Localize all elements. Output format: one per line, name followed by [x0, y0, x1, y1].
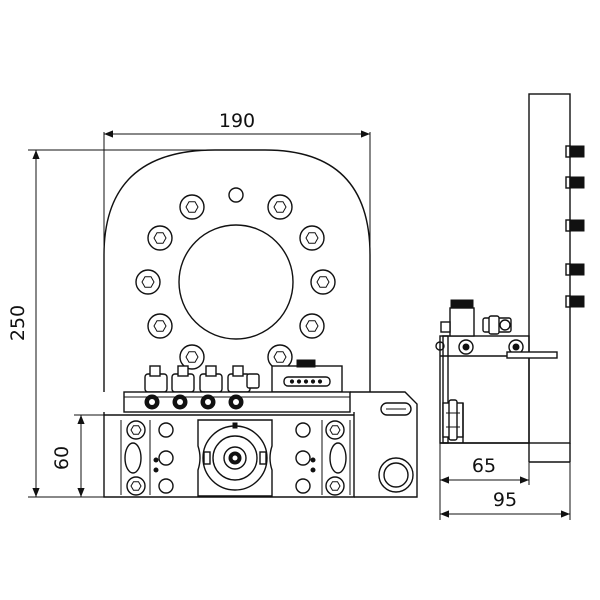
bolt-circle [135, 194, 336, 370]
bolt [179, 194, 205, 220]
dimension-65: 65 [439, 443, 530, 520]
side-pins [565, 145, 585, 308]
side-view [435, 93, 585, 463]
pin-hole [228, 187, 244, 203]
bolt [179, 344, 205, 370]
dimension-190: 190 [103, 110, 371, 255]
base-plate [103, 391, 418, 498]
air-fittings [144, 365, 260, 393]
center-bore [178, 224, 294, 340]
bolt [267, 194, 293, 220]
dimension-95: 95 [440, 462, 571, 520]
dimension-label-side-inner: 65 [472, 455, 496, 477]
bolt [147, 313, 173, 339]
front-plate-outline [103, 149, 371, 392]
dimension-250: 250 [7, 149, 215, 498]
electrical-connector [271, 359, 343, 393]
front-view [103, 149, 418, 498]
bolt [310, 269, 336, 295]
bolt [299, 313, 325, 339]
dimension-label-base: 60 [51, 446, 73, 470]
dimension-label-width: 190 [219, 110, 255, 132]
valve-manifold [123, 391, 351, 413]
bolt [135, 269, 161, 295]
side-plate [528, 93, 571, 444]
bolt [299, 225, 325, 251]
dimension-60: 60 [51, 414, 104, 497]
dimension-label-height: 250 [7, 305, 29, 341]
bolt [147, 225, 173, 251]
dimension-label-side-outer: 95 [493, 489, 517, 511]
